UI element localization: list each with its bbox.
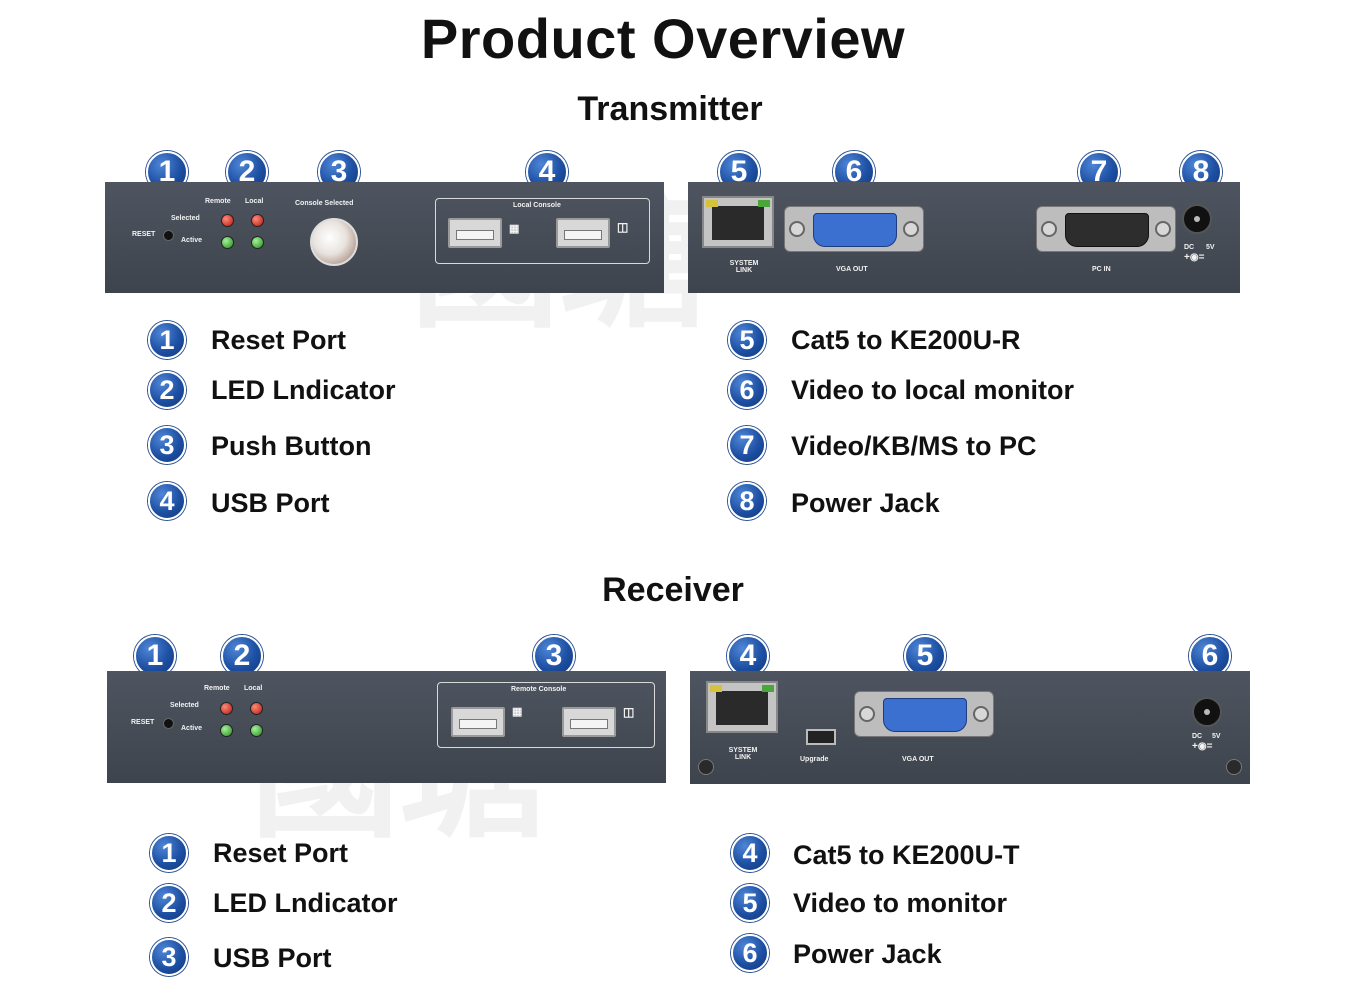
tx-legend-label-3: Push Button [211, 431, 372, 461]
screw-left [698, 759, 714, 775]
remote-active-led [221, 236, 234, 249]
tx-legend-badge-7: 7 [728, 426, 766, 464]
tx-legend-label-6: Video to local monitor [791, 375, 1075, 405]
system-link-label: SYSTEM LINK [729, 260, 759, 274]
remote-label: Remote [205, 198, 231, 205]
local-selected-led [250, 702, 263, 715]
transmitter-front-panel: RESET Remote Local Selected Active Conso… [105, 182, 664, 293]
usb-port-mouse [562, 707, 616, 737]
system-link-label: SYSTEM LINK [728, 747, 758, 761]
rx-badge-2: 2 [221, 635, 263, 677]
selected-label: Selected [170, 702, 199, 709]
five-v-label: 5V [1212, 733, 1221, 740]
cat5-port [706, 681, 778, 733]
receiver-rear-panel: SYSTEM LINK Upgrade VGA OUT DC 5V +◉= [690, 671, 1250, 784]
remote-active-led [220, 724, 233, 737]
page-title: Product Overview [420, 7, 906, 70]
local-label: Local [245, 198, 264, 205]
transmitter-rear-panel: SYSTEM LINK VGA OUT PC IN DC 5V +◉= [688, 182, 1240, 293]
selected-label: Selected [171, 215, 200, 222]
receiver-heading: Receiver [602, 571, 744, 609]
usb-port-keyboard [448, 218, 502, 248]
mouse-icon: ◫ [623, 705, 635, 719]
reset-port [163, 718, 174, 729]
rx-badge-6: 6 [1189, 635, 1231, 677]
remote-label: Remote [204, 685, 230, 692]
rx-legend-badge-4: 4 [731, 834, 769, 872]
polarity-icon: +◉= [1184, 252, 1205, 263]
console-selected-label: Console Selected [295, 200, 354, 207]
rx-legend-label-6: Power Jack [793, 939, 942, 969]
upgrade-port [806, 729, 836, 745]
usb-port-mouse [556, 218, 610, 248]
tx-legend-badge-8: 8 [728, 482, 766, 520]
tx-legend-label-2: LED Lndicator [211, 375, 396, 405]
screw-right [1226, 759, 1242, 775]
console-push-button [310, 218, 358, 266]
rx-legend-label-1: Reset Port [213, 838, 349, 868]
tx-legend-label-5: Cat5 to KE200U-R [791, 325, 1021, 355]
tx-legend-label-1: Reset Port [211, 325, 347, 355]
reset-port [163, 230, 174, 241]
local-active-led [251, 236, 264, 249]
upgrade-label: Upgrade [800, 756, 829, 763]
vga-out-port [854, 691, 994, 737]
active-label: Active [181, 725, 203, 732]
vga-out-port [784, 206, 924, 252]
reset-label: RESET [131, 719, 155, 726]
tx-legend-badge-3: 3 [148, 426, 186, 464]
remote-console-frame [437, 682, 655, 748]
rx-legend-badge-5: 5 [731, 884, 769, 922]
local-active-led [250, 724, 263, 737]
tx-legend-badge-6: 6 [728, 371, 766, 409]
power-jack [1182, 204, 1212, 234]
reset-label: RESET [132, 231, 156, 238]
rx-legend-badge-1: 1 [150, 834, 188, 872]
tx-legend-label-4: USB Port [211, 488, 330, 518]
dc-label: DC [1192, 733, 1203, 740]
remote-selected-led [221, 214, 234, 227]
local-label: Local [244, 685, 263, 692]
polarity-icon: +◉= [1192, 741, 1213, 752]
remote-console-label: Remote Console [511, 686, 567, 693]
rx-legend-badge-2: 2 [150, 884, 188, 922]
local-console-frame [435, 198, 650, 264]
power-jack [1192, 697, 1222, 727]
tx-legend-badge-2: 2 [148, 371, 186, 409]
active-label: Active [181, 237, 203, 244]
five-v-label: 5V [1206, 244, 1215, 251]
pc-in-label: PC IN [1092, 266, 1111, 273]
keyboard-icon: ▦ [512, 706, 523, 718]
rx-badge-1: 1 [134, 635, 176, 677]
rx-legend-label-4: Cat5 to KE200U-T [793, 840, 1020, 870]
usb-port-keyboard [451, 707, 505, 737]
receiver-front-panel: RESET Remote Local Selected Active Remot… [107, 671, 666, 783]
vga-out-label: VGA OUT [902, 756, 934, 763]
transmitter-heading: Transmitter [577, 90, 763, 128]
rx-legend-badge-3: 3 [150, 938, 188, 976]
dc-label: DC [1184, 244, 1195, 251]
vga-out-label: VGA OUT [836, 266, 868, 273]
rx-legend-badge-6: 6 [731, 934, 769, 972]
local-selected-led [251, 214, 264, 227]
tx-legend-label-8: Power Jack [791, 488, 940, 518]
pc-in-port [1036, 206, 1176, 252]
rx-legend-label-5: Video to monitor [793, 888, 1007, 918]
mouse-icon: ◫ [617, 220, 629, 234]
tx-legend-badge-4: 4 [148, 482, 186, 520]
keyboard-icon: ▦ [509, 223, 520, 235]
rx-legend-label-3: USB Port [213, 943, 332, 973]
cat5-port [702, 196, 774, 248]
tx-legend-label-7: Video/KB/MS to PC [791, 431, 1037, 461]
tx-legend-badge-1: 1 [148, 321, 186, 359]
local-console-label: Local Console [513, 202, 561, 209]
rx-legend-label-2: LED Lndicator [213, 888, 398, 918]
tx-legend-badge-5: 5 [728, 321, 766, 359]
remote-selected-led [220, 702, 233, 715]
